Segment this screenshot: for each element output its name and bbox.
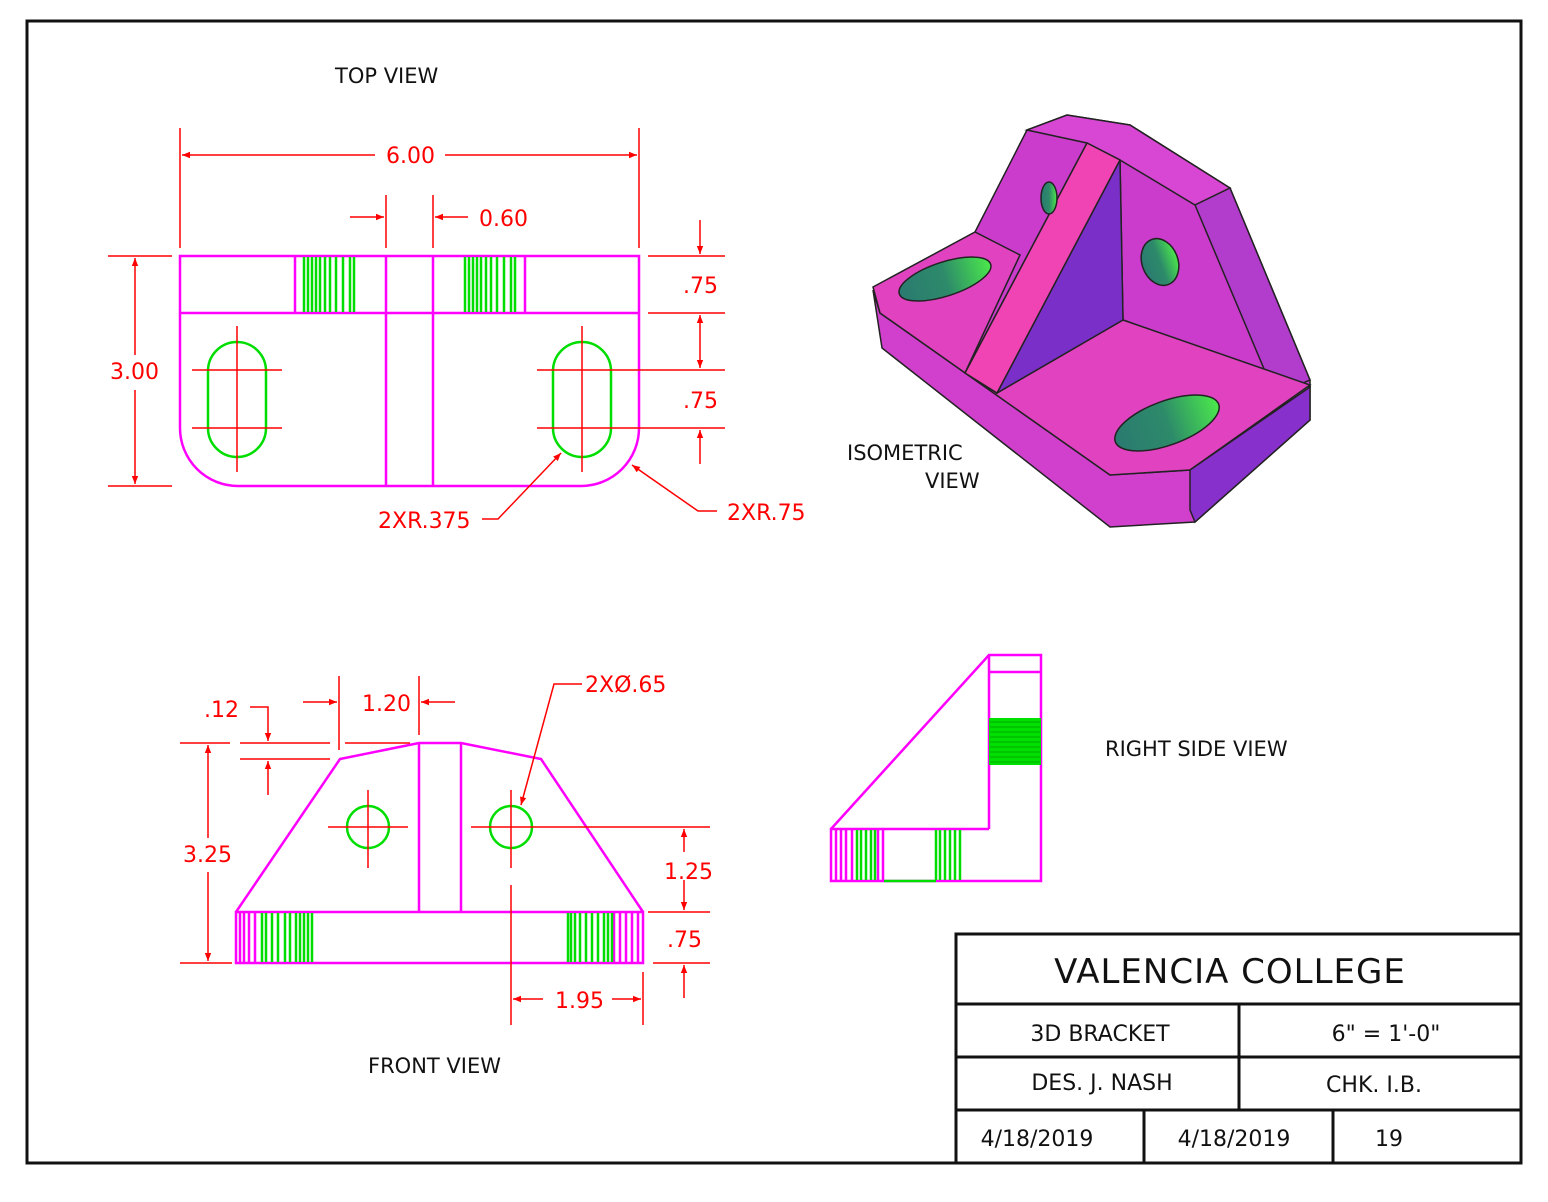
dim-base-thickness: .75 — [667, 928, 702, 953]
dim-rib-width: 1.20 — [362, 692, 411, 717]
right-side-view: RIGHT SIDE VIEW — [829, 653, 1288, 883]
sheet-border — [25, 19, 1523, 1165]
dim-chamfer: .12 — [204, 698, 239, 723]
dim-hole-dia: 2XØ.65 — [585, 673, 666, 698]
hidden-lines — [302, 257, 517, 312]
dim-corner-radius: 2XR.75 — [727, 501, 806, 526]
top-view-label: TOP VIEW — [334, 64, 439, 88]
isometric-view: ISOMETRIC VIEW — [847, 114, 1312, 528]
front-view-label: FRONT VIEW — [368, 1054, 501, 1078]
iso-label-2: VIEW — [925, 469, 980, 493]
top-view: TOP VIEW — [108, 64, 806, 534]
dim-hole-height: 1.25 — [664, 860, 713, 885]
dim-height: 3.25 — [183, 843, 232, 868]
drawing-scale: 6" = 1'-0" — [1332, 1022, 1441, 1047]
drawing-title: 3D BRACKET — [1030, 1022, 1170, 1047]
date-checked: 4/18/2019 — [1178, 1127, 1291, 1152]
school-name: VALENCIA COLLEGE — [1054, 952, 1406, 992]
iso-label-1: ISOMETRIC — [847, 441, 963, 465]
checker: CHK. I.B. — [1326, 1073, 1422, 1098]
dim-width: 6.00 — [386, 144, 435, 169]
sheet-number: 19 — [1375, 1127, 1403, 1152]
date-designed: 4/18/2019 — [981, 1127, 1094, 1152]
front-view: FRONT VIEW — [180, 673, 713, 1078]
designer: DES. J. NASH — [1031, 1071, 1172, 1096]
dim-rib: .75 — [683, 274, 718, 299]
dim-slot-offset: .75 — [683, 389, 718, 414]
dim-hole-offset: 1.95 — [555, 989, 604, 1014]
title-block: VALENCIA COLLEGE 3D BRACKET 6" = 1'-0" D… — [954, 932, 1523, 1165]
dim-depth: 3.00 — [110, 360, 159, 385]
right-view-label: RIGHT SIDE VIEW — [1105, 737, 1288, 761]
dim-slot-gap: 0.60 — [479, 207, 528, 232]
dim-slot-radius: 2XR.375 — [378, 509, 471, 534]
